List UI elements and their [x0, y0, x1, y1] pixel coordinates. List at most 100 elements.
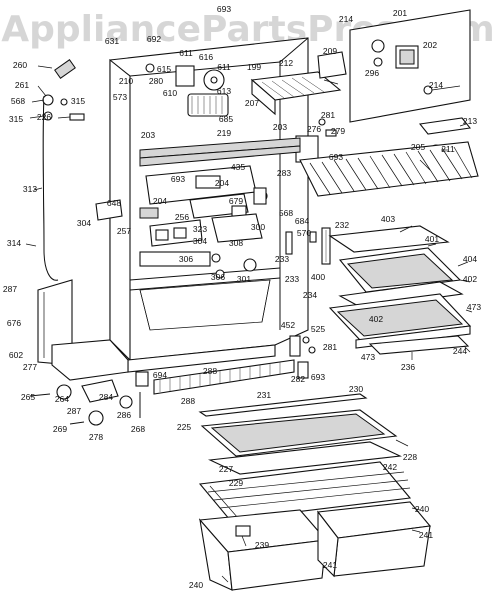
part-label-233b: 233	[285, 274, 299, 284]
part-label-615: 615	[157, 64, 171, 74]
part-label-260: 260	[13, 60, 27, 70]
part-label-525: 525	[311, 324, 325, 334]
part-label-473a: 473	[467, 302, 481, 312]
part-label-203b: 203	[273, 122, 287, 132]
part-label-214a: 214	[339, 14, 353, 24]
part-label-268: 268	[131, 424, 145, 434]
part-label-685: 685	[219, 114, 233, 124]
water-tube-inner	[42, 95, 45, 251]
part-label-284: 284	[99, 392, 113, 402]
shelf-rails	[285, 227, 331, 265]
evaporator-cover	[250, 71, 342, 116]
part-label-226: 226	[37, 112, 51, 122]
cross-channels	[139, 137, 301, 167]
part-label-210: 210	[119, 76, 133, 86]
part-label-611a: 611	[179, 48, 193, 58]
part-label-315a: 315	[71, 96, 85, 106]
crisper-drawer-right	[316, 501, 432, 578]
part-label-281a: 281	[321, 110, 335, 120]
part-label-401: 401	[425, 234, 439, 244]
part-label-304b: 304	[193, 236, 207, 246]
top-hinge	[42, 59, 85, 121]
part-label-229: 229	[229, 478, 243, 488]
part-label-306b: 306	[211, 272, 225, 282]
part-label-602: 602	[9, 350, 23, 360]
fan-assembly	[145, 63, 229, 117]
part-label-204a: 204	[215, 178, 229, 188]
part-label-314: 314	[7, 238, 21, 248]
part-label-227: 227	[219, 464, 233, 474]
part-label-684: 684	[295, 216, 309, 226]
part-label-209: 209	[323, 46, 337, 56]
leader-lines	[25, 65, 473, 583]
part-label-400: 400	[311, 272, 325, 282]
part-label-693d: 693	[311, 372, 325, 382]
part-label-264: 264	[55, 394, 69, 404]
part-label-202: 202	[423, 40, 437, 50]
part-label-232: 232	[335, 220, 349, 230]
part-label-214b: 214	[429, 80, 443, 90]
part-label-568a: 568	[11, 96, 25, 106]
part-label-313: 313	[23, 184, 37, 194]
part-label-403: 403	[381, 214, 395, 224]
glass-shelf-lower	[328, 293, 472, 355]
part-label-203a: 203	[141, 130, 155, 140]
part-label-315b: 315	[9, 114, 23, 124]
part-label-435: 435	[231, 162, 245, 172]
part-label-610: 610	[163, 88, 177, 98]
part-label-452: 452	[281, 320, 295, 330]
part-label-207: 207	[245, 98, 259, 108]
part-label-611b: 611	[217, 62, 231, 72]
bracket-hardware	[289, 335, 316, 379]
part-label-306a: 306	[179, 254, 193, 264]
part-label-300: 300	[251, 222, 265, 232]
part-label-287: 287	[3, 284, 17, 294]
part-label-269: 269	[53, 424, 67, 434]
roller-hardware	[29, 379, 141, 426]
part-label-570: 570	[297, 228, 311, 238]
part-label-199: 199	[247, 62, 261, 72]
part-label-402b: 402	[369, 314, 383, 324]
crisper-cover	[198, 393, 403, 475]
part-label-233a: 233	[275, 254, 289, 264]
part-label-261: 261	[15, 80, 29, 90]
part-label-240b: 240	[189, 580, 203, 590]
part-label-404: 404	[463, 254, 477, 264]
part-label-283: 283	[277, 168, 291, 178]
part-label-241b: 241	[323, 560, 337, 570]
part-label-212: 212	[279, 58, 293, 68]
part-label-225: 225	[177, 422, 191, 432]
small-tray	[418, 117, 472, 135]
part-label-631: 631	[105, 36, 119, 46]
part-label-693c: 693	[171, 174, 185, 184]
part-label-288b: 288	[181, 396, 195, 406]
part-label-219: 219	[217, 128, 231, 138]
part-label-693a: 693	[217, 4, 231, 14]
part-label-573: 573	[113, 92, 127, 102]
part-label-613: 613	[217, 86, 231, 96]
crisper-frame	[198, 461, 412, 521]
part-label-568b: 568	[279, 208, 293, 218]
part-label-276: 276	[307, 124, 321, 134]
glass-shelf-upper	[328, 225, 464, 309]
part-label-281b: 281	[323, 342, 337, 352]
part-label-693b: 693	[329, 152, 343, 162]
light-socket	[253, 187, 267, 205]
part-label-228: 228	[403, 452, 417, 462]
part-label-256: 256	[175, 212, 189, 222]
water-tube	[42, 95, 59, 281]
part-label-308: 308	[229, 238, 243, 248]
part-label-679: 679	[229, 196, 243, 206]
crisper-drawer-left	[198, 509, 328, 591]
part-label-402a: 402	[463, 274, 477, 284]
part-label-616: 616	[199, 52, 213, 62]
fasteners-306	[139, 251, 257, 279]
part-label-230: 230	[349, 384, 363, 394]
part-label-304a: 304	[77, 218, 91, 228]
cabinet-base	[51, 339, 129, 381]
part-label-257: 257	[117, 226, 131, 236]
part-label-204b: 204	[153, 196, 167, 206]
part-label-234: 234	[303, 290, 317, 300]
